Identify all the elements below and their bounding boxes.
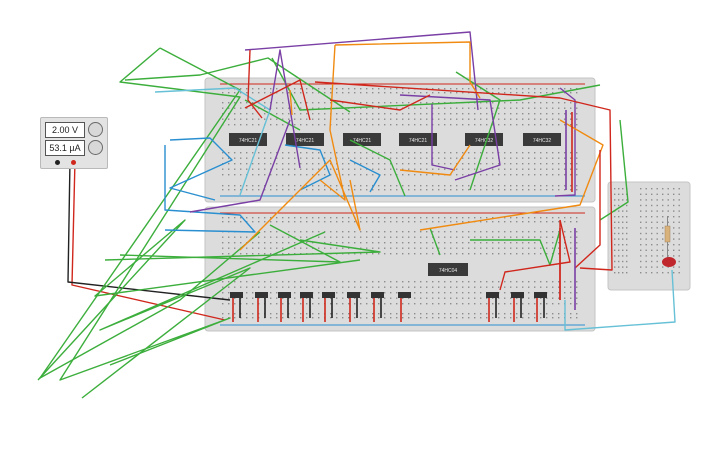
chip-u3[interactable] <box>343 133 381 146</box>
chip-u5[interactable] <box>465 133 503 146</box>
switches[interactable] <box>230 292 547 298</box>
chip-u2-label: 74HC21 <box>296 138 315 144</box>
chip-u3-label: 74HC21 <box>353 138 372 144</box>
power-supply[interactable]: 2.00 V 53.1 µA <box>40 117 108 169</box>
resistor[interactable] <box>664 225 671 243</box>
chip-u5-label: 74HC32 <box>475 138 494 144</box>
chip-u6[interactable] <box>523 133 561 146</box>
switch-leads <box>232 298 545 322</box>
voltage-knob-icon[interactable] <box>88 122 103 137</box>
chips-upper: 74HC21 74HC21 74HC21 74HC21 74HC32 74HC3… <box>229 133 561 146</box>
chip-u1-label: 74HC21 <box>239 138 258 144</box>
chip-u4-label: 74HC21 <box>409 138 428 144</box>
wires[interactable] <box>37 31 676 399</box>
led[interactable] <box>662 257 676 267</box>
positive-terminal[interactable] <box>71 160 76 165</box>
current-knob-icon[interactable] <box>88 140 103 155</box>
current-display: 53.1 µA <box>45 140 85 156</box>
power-rails <box>220 83 585 326</box>
breadboard-small[interactable] <box>607 181 691 291</box>
voltage-display: 2.00 V <box>45 122 85 138</box>
chip-u1[interactable] <box>229 133 267 146</box>
chip-u6-label: 74HC32 <box>533 138 552 144</box>
chip-lower[interactable] <box>428 263 468 276</box>
chip-lower-label: 74HC04 <box>439 268 458 274</box>
rail-jumpers <box>559 110 576 310</box>
negative-terminal[interactable] <box>55 160 60 165</box>
chip-u4[interactable] <box>399 133 437 146</box>
